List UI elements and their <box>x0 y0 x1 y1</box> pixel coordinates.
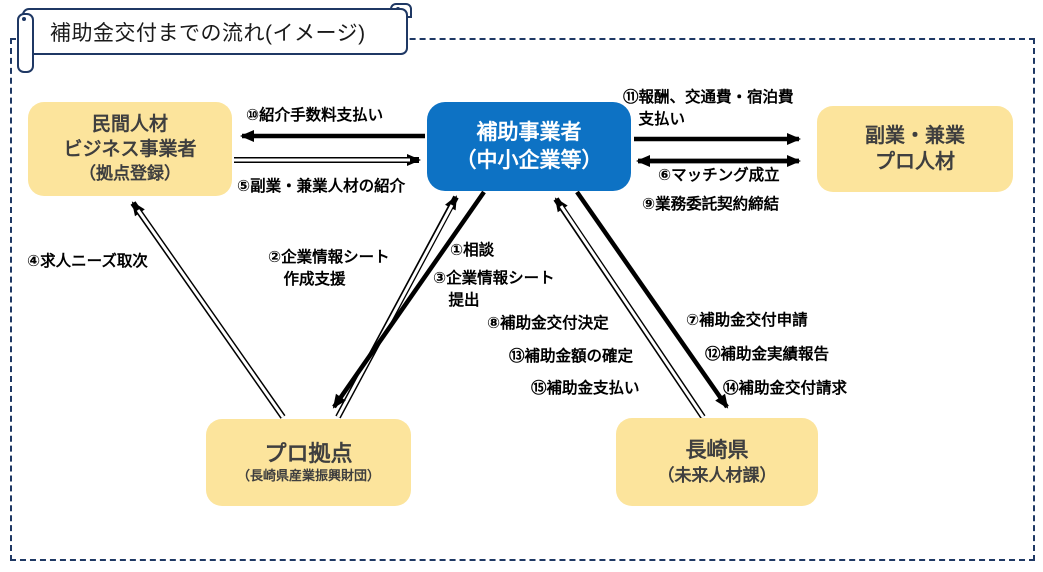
label-step3: ③企業情報シート 提出 <box>433 270 555 310</box>
node-subsidized-business: 補助事業者 （中小企業等） <box>427 102 631 191</box>
label-step9: ⑨業務委託契約締結 <box>642 196 780 213</box>
label-step1: ①相談 <box>450 242 495 259</box>
node-line: プロ人材 <box>875 151 955 173</box>
node-line: ビジネス事業者 <box>63 138 197 160</box>
label-step14: ⑭補助金交付請求 <box>723 380 848 397</box>
arrow-step2-core <box>336 204 454 418</box>
node-private-hr-provider: 民間人材 ビジネス事業者 （拠点登録） <box>28 102 232 196</box>
node-line: 補助事業者 <box>476 121 582 145</box>
node-pro-base: プロ拠点 （長崎県産業振興財団） <box>206 419 411 506</box>
label-step2: ②企業情報シート 作成支援 <box>268 249 390 289</box>
node-line: （中小企業等） <box>455 148 603 172</box>
label-step11: ⑪報酬、交通費・宿泊費 支払い <box>623 89 794 129</box>
arrow-step7-12-14 <box>575 190 729 409</box>
node-line: プロ拠点 <box>264 440 353 466</box>
node-subline: （長崎県産業振興財団） <box>236 468 380 484</box>
node-line: 副業・兼業 <box>865 125 965 147</box>
label-step4: ④求人ニーズ取次 <box>27 253 148 270</box>
label-step7: ⑦補助金交付申請 <box>686 312 808 329</box>
banner-scroll-curl-left <box>17 13 34 73</box>
arrow-step1-3 <box>332 190 486 409</box>
page-title: 補助金交付までの流れ(イメージ) <box>50 21 366 45</box>
label-step15: ⑮補助金支払い <box>531 380 640 397</box>
dashed-frame <box>10 38 1035 561</box>
node-subline: （拠点登録） <box>79 163 181 183</box>
node-line: 長崎県 <box>685 439 749 463</box>
label-step12: ⑫補助金実績報告 <box>705 346 830 363</box>
node-subline: （未来人材課） <box>657 465 777 485</box>
label-step6: ⑥マッチング成立 <box>658 167 780 184</box>
node-pro-talent: 副業・兼業 プロ人材 <box>817 106 1013 192</box>
title-banner: 補助金交付までの流れ(イメージ) <box>22 8 408 55</box>
label-step10: ⑩紹介手数料支払い <box>246 107 384 124</box>
arrow-step4-core <box>136 209 285 418</box>
node-nagasaki-pref: 長崎県 （未来人材課） <box>616 418 818 506</box>
label-step5: ⑤副業・兼業人材の紹介 <box>237 178 406 195</box>
node-line: 民間人材 <box>91 114 168 136</box>
label-step13: ⑬補助金額の確定 <box>509 348 634 365</box>
label-step8: ⑧補助金交付決定 <box>487 315 609 332</box>
arrow-step8-13-15-core <box>559 205 705 418</box>
